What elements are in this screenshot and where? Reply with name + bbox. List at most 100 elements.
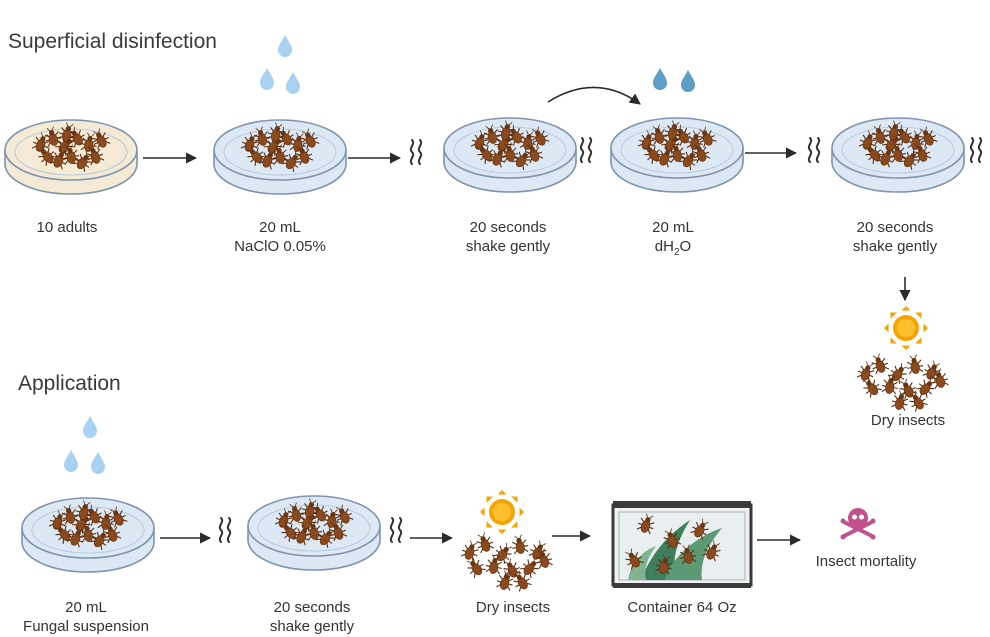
insect-icon xyxy=(85,504,104,526)
insect-icon xyxy=(58,122,76,143)
step-label-fungal-suspension: 20 mL Fungal suspension xyxy=(23,599,149,635)
insect-icon xyxy=(316,526,336,548)
insect-icon xyxy=(466,556,486,578)
drop-icon xyxy=(64,450,78,472)
insect-icon xyxy=(501,142,519,163)
insect-icon xyxy=(476,532,495,554)
insect-icon xyxy=(54,523,74,544)
insect-icon xyxy=(295,144,314,166)
curved-arrow-3-4 xyxy=(547,86,641,105)
petri-dish-fungal xyxy=(21,497,155,573)
insect-icon xyxy=(496,570,514,591)
insect-icon xyxy=(507,124,526,146)
insect-icon xyxy=(75,500,93,521)
insect-icon xyxy=(888,362,908,384)
shake-right-1 xyxy=(579,137,593,163)
step-label-container: Container 64 Oz xyxy=(627,599,737,616)
drop-icon xyxy=(91,452,105,474)
insect-icon xyxy=(909,390,928,412)
insect-icon xyxy=(650,124,668,145)
insect-icon xyxy=(931,368,949,389)
insect-icon xyxy=(277,126,296,148)
insect-icon xyxy=(525,142,544,164)
petri-dish-naclo xyxy=(213,119,347,195)
drop-icon xyxy=(653,68,667,90)
insect-icon xyxy=(899,378,918,400)
insect-icon xyxy=(258,148,277,170)
drop-icon xyxy=(83,416,97,438)
step-label-shake-1: 20 seconds shake gently xyxy=(465,219,551,255)
plant-leaf xyxy=(628,546,656,580)
insect-icon xyxy=(856,361,875,383)
sun-icon xyxy=(480,490,524,534)
insect-icon xyxy=(906,354,924,375)
insect-icon xyxy=(900,148,920,170)
insect-icon xyxy=(483,124,501,145)
insect-icon xyxy=(876,146,895,168)
step-label-dry-insects-1: Dry insects xyxy=(870,412,946,429)
insect-icon xyxy=(864,143,884,164)
insect-icon xyxy=(655,146,674,168)
insect-icon xyxy=(871,353,890,375)
insect-icon xyxy=(292,524,311,546)
skull-icon xyxy=(840,508,876,540)
shake-left-1 xyxy=(409,139,423,165)
insect-icon xyxy=(663,528,682,550)
insect-icon xyxy=(90,528,110,550)
petri-dish-shake-2 xyxy=(831,117,965,193)
insect-icon xyxy=(636,513,655,535)
insect-icon xyxy=(679,544,697,565)
insect-icon xyxy=(460,540,479,562)
shake-left-2 xyxy=(807,137,821,163)
sun-icon xyxy=(884,306,928,350)
insect-icon xyxy=(702,540,721,562)
insect-icon xyxy=(37,145,57,166)
insect-icon xyxy=(61,504,79,525)
insect-icon xyxy=(692,142,711,164)
insect-icon xyxy=(49,148,68,170)
insect-icon xyxy=(698,126,717,148)
insect-icon xyxy=(109,506,128,528)
insect-icon xyxy=(664,120,682,141)
insect-icon xyxy=(301,128,320,150)
drop-icon xyxy=(681,70,695,92)
insect-icon xyxy=(68,126,87,148)
petri-dish-dh2o xyxy=(610,117,744,193)
section-title-disinfection: Superficial disinfection xyxy=(8,30,217,53)
petri-dish-shake-1 xyxy=(443,117,577,193)
petri-dish-shake-3 xyxy=(247,495,381,571)
step-label-10-adults: 10 adults xyxy=(36,219,98,236)
drop-icon xyxy=(278,35,292,57)
insect-icon xyxy=(79,522,97,543)
insect-icon xyxy=(48,510,67,532)
step-label-dh2o: 20 mL dH2O xyxy=(652,219,694,258)
insect-icon xyxy=(282,150,302,172)
insect-icon xyxy=(335,504,354,526)
insect-icon xyxy=(246,145,266,166)
insect-icon xyxy=(62,144,80,165)
step-label-shake-3: 20 seconds shake gently xyxy=(269,599,355,635)
insect-icon xyxy=(913,142,932,164)
petri-dish-adults xyxy=(4,119,138,195)
insect-icon xyxy=(301,498,319,519)
step-label-shake-2: 20 seconds shake gently xyxy=(852,219,938,255)
insect-icon xyxy=(690,518,709,540)
insect-icon xyxy=(271,144,289,165)
insect-icon xyxy=(476,143,496,164)
insect-icon xyxy=(871,124,889,145)
shake-right-3 xyxy=(389,517,403,543)
section-title-application: Application xyxy=(18,372,121,395)
insect-icon xyxy=(485,554,503,575)
insect-icon xyxy=(535,548,553,569)
step-label-dry-insects-2: Dry insects xyxy=(475,599,551,616)
insect-icon xyxy=(503,558,522,580)
drop-icon xyxy=(260,68,274,90)
plant-leaf xyxy=(665,528,722,580)
insect-icon xyxy=(919,126,938,148)
insect-icon xyxy=(92,128,111,150)
insect-icon xyxy=(916,377,936,398)
step-label-insect-mortality: Insect mortality xyxy=(815,553,917,570)
shake-left-3 xyxy=(218,517,232,543)
